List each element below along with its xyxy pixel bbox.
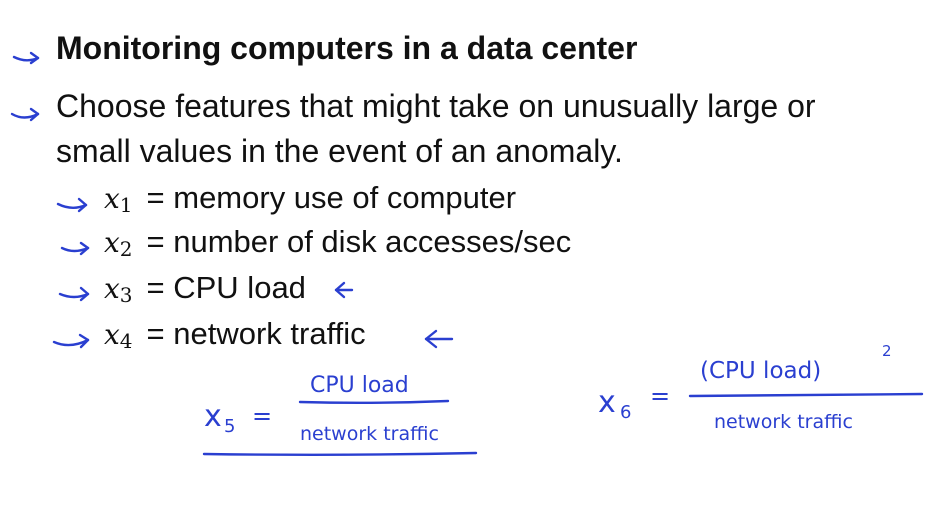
x6-label: x: [598, 385, 616, 420]
feature-x3: x3 = CPU load: [104, 270, 306, 307]
x6-fraction-bar: [688, 392, 924, 398]
x6-equals: =: [650, 382, 670, 410]
x5-denominator: network traffic: [300, 423, 439, 445]
x5-equals: =: [252, 402, 272, 430]
x6-subscript: 6: [620, 402, 631, 423]
feature-x3-desc: = CPU load: [146, 270, 306, 305]
arrow-left-icon-cpu: [334, 281, 354, 299]
slide-title: Monitoring computers in a data center: [56, 30, 638, 66]
arrow-left-icon-network: [424, 329, 454, 349]
arrow-icon-title: [12, 51, 40, 65]
feature-x4-desc: = network traffic: [146, 316, 366, 351]
arrow-icon-x3: [58, 286, 90, 302]
feature-x1: x1 = memory use of computer: [104, 180, 516, 217]
feature-x3-var: x3: [104, 272, 133, 307]
arrow-icon-bullet: [10, 107, 40, 122]
x5-fraction-bar: [298, 399, 450, 404]
x5-numerator: CPU load: [310, 373, 409, 398]
arrow-icon-x2: [60, 241, 90, 256]
arrow-icon-x4: [52, 333, 90, 349]
feature-x2: x2 = number of disk accesses/sec: [104, 224, 571, 261]
x5-underline: [202, 451, 478, 456]
feature-x4: x4 = network traffic: [104, 316, 366, 353]
bullet-text-line-2: small values in the event of an anomaly.: [56, 133, 623, 169]
feature-x1-var: x1: [104, 182, 133, 217]
x5-label: x: [204, 399, 222, 434]
x6-numerator: (CPU load): [700, 358, 821, 384]
arrow-icon-x1: [56, 197, 88, 213]
x5-subscript: 5: [224, 416, 235, 437]
feature-x2-desc: = number of disk accesses/sec: [146, 224, 572, 259]
feature-x4-var: x4: [104, 318, 133, 353]
feature-x2-var: x2: [104, 226, 133, 261]
bullet-text-line-1: Choose features that might take on unusu…: [56, 88, 816, 124]
x6-denominator: network traffic: [714, 411, 853, 433]
feature-x1-desc: = memory use of computer: [146, 180, 517, 215]
x6-exponent: 2: [882, 342, 892, 360]
